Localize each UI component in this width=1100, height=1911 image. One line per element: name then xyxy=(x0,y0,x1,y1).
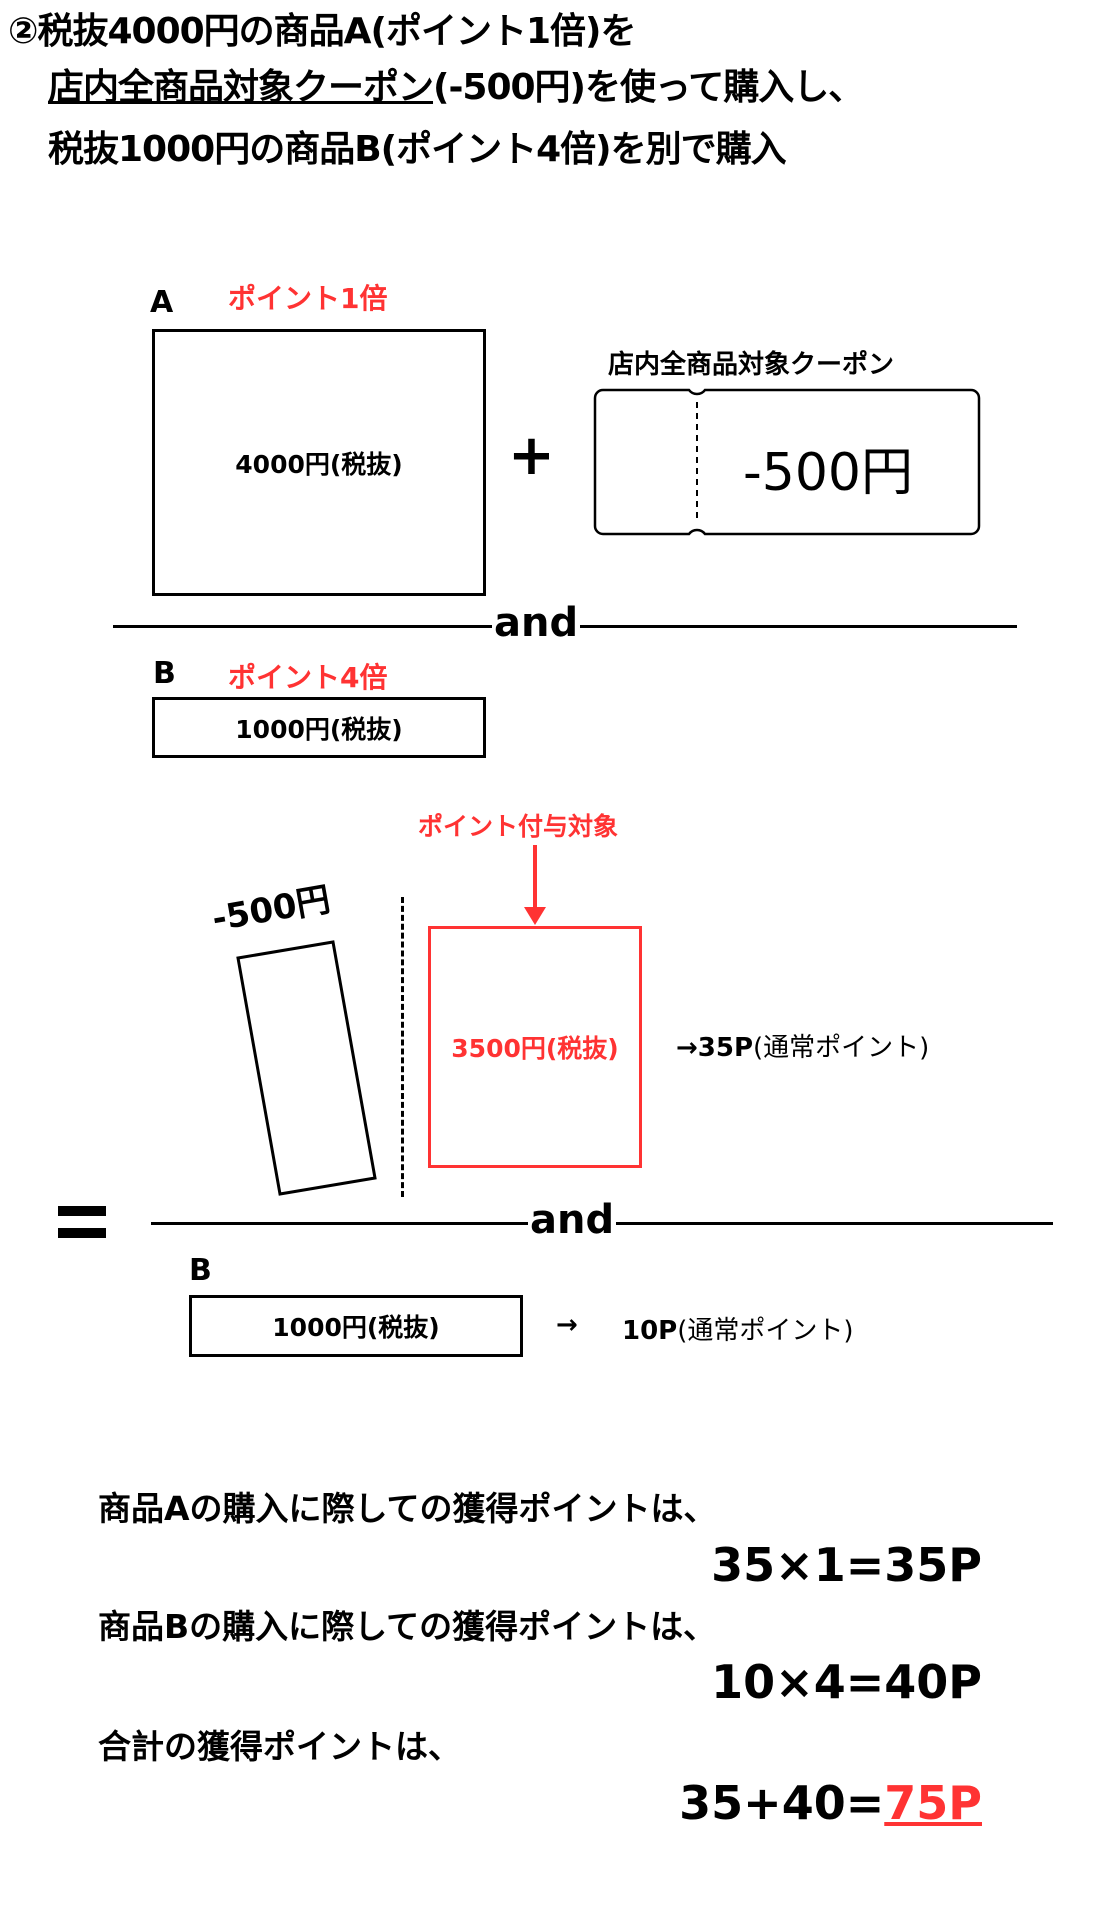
product-b-multiplier: ポイント4倍 xyxy=(228,661,388,694)
product-b-letter-2: B xyxy=(189,1253,212,1288)
summary-a-text: 商品Aの購入に際しての獲得ポイントは、 xyxy=(98,1489,717,1528)
net-price-box: 3500円(税抜) xyxy=(428,926,642,1168)
summary-b-calc: 10×4=40P xyxy=(711,1655,982,1709)
product-b-points-value: 10P xyxy=(622,1316,678,1346)
product-b-box-2: 1000円(税抜) xyxy=(189,1295,523,1357)
summary-total-text: 合計の獲得ポイントは、 xyxy=(98,1727,461,1766)
problem-line-2: 店内全商品対象クーポン(-500円)を使って購入し、 xyxy=(48,58,864,110)
point-target-label: ポイント付与対象 xyxy=(418,812,619,841)
plus-sign: + xyxy=(508,423,555,488)
product-b-letter: B xyxy=(153,656,176,691)
product-b-price: 1000円(税抜) xyxy=(235,714,403,744)
net-price: 3500円(税抜) xyxy=(451,1034,619,1063)
product-b-points: 10P(通常ポイント) xyxy=(622,1310,854,1347)
summary-b-text: 商品Bの購入に際しての獲得ポイントは、 xyxy=(98,1607,717,1646)
coupon-name-underlined: 店内全商品対象クーポン xyxy=(48,67,434,108)
coupon-ticket: -500円 xyxy=(593,388,981,536)
problem-line-2-rest: (-500円)を使って購入し、 xyxy=(433,67,864,108)
net-points: →35P(通常ポイント) xyxy=(676,1027,929,1064)
discount-slip-icon xyxy=(236,940,377,1196)
product-b-price-2: 1000円(税抜) xyxy=(272,1313,440,1342)
and-label-2: and xyxy=(528,1197,617,1243)
problem-line-3: 税抜1000円の商品B(ポイント4倍)を別で購入 xyxy=(48,129,787,170)
and-label: and xyxy=(492,600,581,646)
summary-total-calc: 35+40=75P xyxy=(679,1776,982,1830)
net-points-value: →35P xyxy=(676,1033,754,1063)
product-b-box: 1000円(税抜) xyxy=(152,697,486,758)
coupon-label: 店内全商品対象クーポン xyxy=(608,350,895,380)
product-b-points-note: (通常ポイント) xyxy=(677,1316,854,1346)
discount-label: -500円 xyxy=(209,879,334,940)
coupon-ticket-icon xyxy=(593,388,981,536)
equals-sign-top xyxy=(58,1206,106,1216)
product-a-multiplier: ポイント1倍 xyxy=(228,282,388,315)
problem-line-1: ②税抜4000円の商品A(ポイント1倍)を xyxy=(8,11,636,52)
product-a-box: 4000円(税抜) xyxy=(152,329,486,596)
product-a-letter: A xyxy=(150,285,174,320)
down-arrow-icon xyxy=(524,845,546,925)
summary-a-calc: 35×1=35P xyxy=(711,1538,982,1592)
net-points-note: (通常ポイント) xyxy=(753,1033,930,1063)
total-result: 75P xyxy=(884,1776,982,1830)
product-a-price: 4000円(税抜) xyxy=(235,449,403,479)
divider-dashed xyxy=(401,897,404,1197)
arrow-right-icon: → xyxy=(556,1310,578,1340)
coupon-value: -500円 xyxy=(743,443,914,503)
equals-sign-bottom xyxy=(58,1228,106,1238)
total-calc-prefix: 35+40= xyxy=(679,1776,885,1830)
